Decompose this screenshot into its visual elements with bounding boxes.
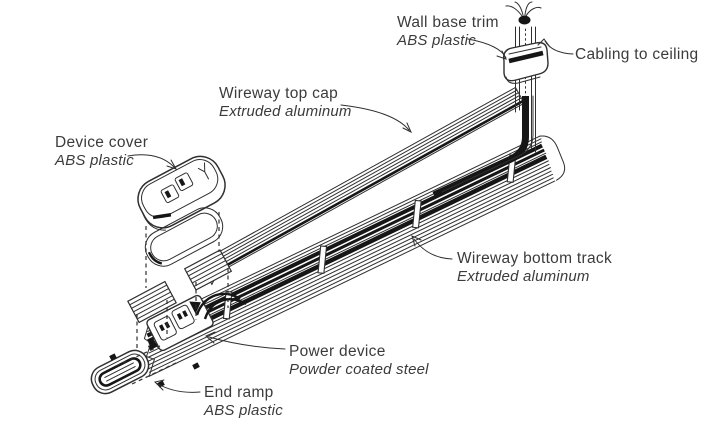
arrowhead-icon <box>402 122 413 134</box>
label-title: Wireway top cap <box>219 85 339 102</box>
device-cover-part <box>137 155 226 231</box>
power-cable-part <box>195 292 247 320</box>
leader-cabling-to-ceiling <box>537 38 574 55</box>
label-wireway-bottom-track: Wireway bottom track Extruded aluminum <box>457 250 612 285</box>
label-wireway-top-cap: Wireway top cap Extruded aluminum <box>219 85 352 120</box>
label-title: End ramp <box>204 384 274 401</box>
wireway-bottom-track-part <box>143 135 566 377</box>
cable-splay-part <box>505 1 542 25</box>
leader-end-ramp <box>154 379 201 393</box>
wall-base-trim-part <box>502 41 549 84</box>
arrowhead-icon <box>496 50 507 60</box>
power-outlet <box>171 304 195 330</box>
label-title: Wall base trim <box>397 14 499 31</box>
label-title: Power device <box>289 343 386 360</box>
label-material: Extruded aluminum <box>219 103 352 120</box>
leader-wall-base-trim <box>467 38 507 60</box>
track-bridge <box>412 199 422 229</box>
cable-bundle-knot <box>518 15 531 25</box>
label-power-device: Power device Powder coated steel <box>289 343 429 378</box>
label-material: ABS plastic <box>55 152 134 169</box>
cap-segment-a-part <box>183 249 233 291</box>
explode-dashed-lines <box>115 212 229 385</box>
leader-wireway-top-cap <box>340 104 413 134</box>
label-material: Extruded aluminum <box>457 268 590 285</box>
label-end-ramp: End ramp ABS plastic <box>204 384 283 419</box>
arrowhead-icon <box>411 235 422 247</box>
arrowhead-icon <box>205 331 216 344</box>
label-title: Cabling to ceiling <box>575 46 699 63</box>
arrowhead-icon <box>537 38 551 48</box>
power-outlet <box>153 316 177 341</box>
label-cabling-to-ceiling: Cabling to ceiling <box>575 46 698 64</box>
track-end-cap <box>539 135 566 181</box>
cable-conduit-bend <box>432 96 529 199</box>
label-material: Powder coated steel <box>289 361 429 378</box>
leader-wireway-bottom-track <box>411 235 453 260</box>
device-gasket-part <box>144 207 224 267</box>
cover-outlet-opening <box>174 172 194 192</box>
end-ramp-part <box>90 349 150 395</box>
arrowhead-icon <box>166 159 178 170</box>
leader-power-device <box>205 331 286 350</box>
arrowhead-icon <box>154 379 165 391</box>
track-open-end <box>143 323 156 377</box>
label-material: ABS plastic <box>397 32 476 49</box>
label-device-cover: Device cover ABS plastic <box>55 134 148 169</box>
label-title: Wireway bottom track <box>457 250 613 267</box>
label-title: Device cover <box>55 134 149 151</box>
cover-outlet-opening <box>160 184 180 204</box>
track-bridge <box>317 245 328 274</box>
power-device-part <box>146 294 214 352</box>
cap-segment-b-part <box>127 280 177 324</box>
label-wall-base-trim: Wall base trim ABS plastic <box>397 14 499 49</box>
label-material: ABS plastic <box>204 402 283 419</box>
leader-device-cover <box>127 154 178 170</box>
